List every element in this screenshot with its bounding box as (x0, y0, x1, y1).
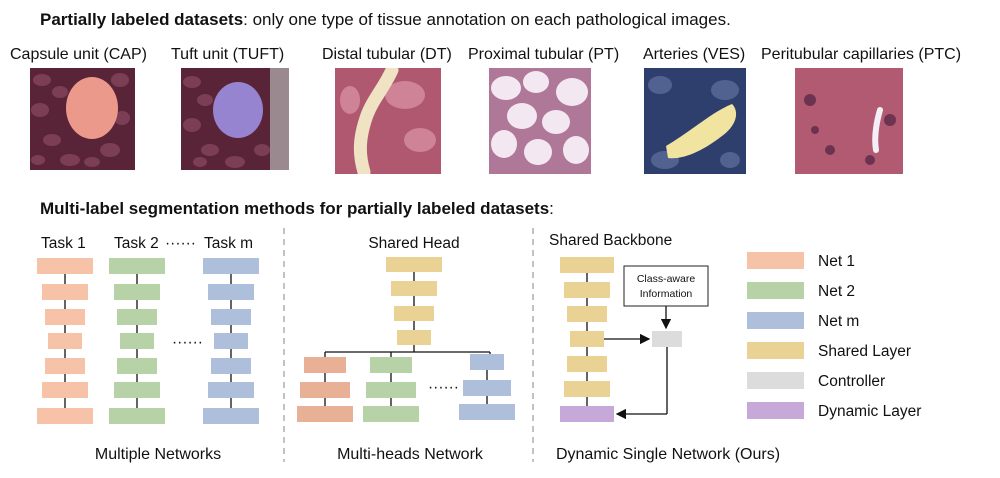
net2-stack-layer (109, 258, 165, 274)
netm-stack-layer (211, 358, 251, 374)
legend-swatch (747, 312, 804, 329)
legend-swatch (747, 252, 804, 269)
backbone-layer (570, 331, 604, 347)
net2-stack-layer (117, 358, 157, 374)
panel2-dots: ······ (428, 379, 459, 396)
class-aware-line2: Information (640, 288, 693, 300)
legend-label: Shared Layer (818, 343, 911, 360)
legend-label: Dynamic Layer (818, 403, 921, 420)
task-m-label: Task m (204, 235, 253, 252)
section-title-bold: Multi-label segmentation methods for par… (40, 199, 549, 218)
head-net1-layer (300, 382, 350, 398)
image-label-tuft: Tuft unit (TUFT) (171, 46, 284, 63)
net1-stack-layer (45, 309, 85, 325)
panel3-caption: Dynamic Single Network (Ours) (556, 446, 780, 463)
task-dots-header: ······ (165, 235, 196, 252)
legend-label: Net 1 (818, 253, 855, 270)
head-netm-layer (470, 354, 504, 370)
panel-multiple-networks: Task 1 Task 2 ······ Task m ······ Multi… (37, 235, 259, 463)
panel1-caption: Multiple Networks (95, 446, 221, 463)
net1-stack-layer (42, 284, 88, 300)
class-aware-box (623, 265, 709, 307)
backbone-layer (567, 306, 607, 322)
panel1-network-stacks (37, 258, 259, 424)
head-netm-layer (459, 404, 515, 420)
net2-stack-layer (117, 309, 157, 325)
netm-stack-layer (214, 333, 248, 349)
legend-swatch (747, 372, 804, 389)
shared-head-label: Shared Head (368, 235, 459, 252)
tissue-image-ves (644, 68, 746, 174)
netm-stack-layer (208, 382, 254, 398)
net2-stack-layer (120, 333, 154, 349)
net1-stack-layer (37, 258, 93, 274)
panel3-network (560, 257, 682, 422)
task-2-label: Task 2 (114, 235, 159, 252)
shared-encoder-layer (391, 281, 437, 296)
net1-stack-layer (42, 382, 88, 398)
panel-dynamic-single-network: Shared Backbone Class-aware Information … (549, 232, 780, 463)
head-net2-layer (370, 357, 412, 373)
head-net1-layer (297, 406, 353, 422)
legend-label: Net 2 (818, 283, 855, 300)
net2-stack-layer (114, 382, 160, 398)
netm-stack-layer (203, 258, 259, 274)
image-label-ves: Arteries (VES) (643, 46, 745, 63)
image-label-ptc: Peritubular capillaries (PTC) (761, 46, 961, 63)
shared-encoder-layer (397, 330, 431, 345)
legend-label: Net m (818, 313, 859, 330)
tissue-image-dt (335, 68, 441, 174)
head-netm-layer (463, 380, 511, 396)
tissue-image-ptc (795, 68, 903, 174)
netm-stack-layer (203, 408, 259, 424)
net1-stack-layer (37, 408, 93, 424)
shared-encoder-layer (394, 306, 434, 321)
tissue-image-pt (489, 68, 591, 174)
panel-multi-heads-network: Shared Head ······ Multi-heads Network (297, 235, 515, 463)
head-net2-layer (363, 406, 419, 422)
legend-label: Controller (818, 373, 885, 390)
panel2-network (297, 257, 515, 422)
head-net1-layer (304, 357, 346, 373)
netm-stack-layer (211, 309, 251, 325)
shared-backbone-label: Shared Backbone (549, 232, 672, 249)
backbone-layer (567, 356, 607, 372)
top-title: Partially labeled datasets: only one typ… (40, 10, 731, 29)
tissue-image-cap (30, 68, 135, 170)
class-aware-line1: Class-aware (637, 273, 696, 285)
task-1-label: Task 1 (41, 235, 86, 252)
dynamic-layer-block (560, 406, 614, 422)
shared-encoder-layer (386, 257, 442, 272)
panel1-dots: ······ (172, 334, 203, 351)
tissue-image-tuft (181, 68, 289, 170)
net1-stack-layer (45, 358, 85, 374)
backbone-layer (560, 257, 614, 273)
image-label-pt: Proximal tubular (PT) (468, 46, 619, 63)
netm-stack-layer (208, 284, 254, 300)
legend: Net 1 Net 2 Net m Shared LayerControllerDyn… (747, 252, 921, 420)
net2-stack-layer (109, 408, 165, 424)
legend-swatch (747, 342, 804, 359)
section-title: Multi-label segmentation methods for par… (40, 199, 554, 218)
top-title-rest: : only one type of tissue annotation on … (243, 10, 731, 29)
legend-swatch (747, 282, 804, 299)
net1-stack-layer (48, 333, 82, 349)
image-label-cap: Capsule unit (CAP) (10, 46, 147, 63)
head-net2-layer (366, 382, 416, 398)
top-title-bold: Partially labeled datasets (40, 10, 243, 29)
legend-swatch (747, 402, 804, 419)
backbone-layer (564, 282, 610, 298)
controller-block (652, 331, 682, 347)
backbone-layer (564, 381, 610, 397)
net2-stack-layer (114, 284, 160, 300)
panel2-caption: Multi-heads Network (337, 446, 484, 463)
image-label-dt: Distal tubular (DT) (322, 46, 452, 63)
section-title-rest: : (549, 199, 554, 218)
